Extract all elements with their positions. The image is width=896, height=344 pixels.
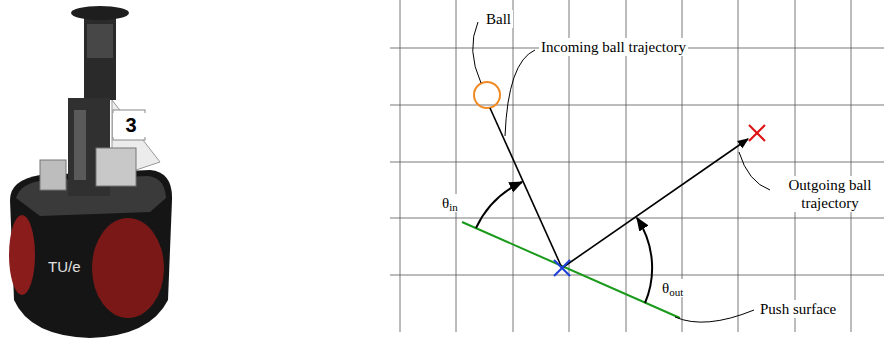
incoming-trajectory [490,108,562,268]
angle-label: θout [660,279,685,297]
symbol: θ [442,195,449,211]
leader-line [505,50,535,136]
leader-line [473,22,481,83]
robot-arm-detail [74,110,86,180]
grid-line [456,0,457,332]
callout-number: 3 [113,113,149,137]
target-mark [749,125,765,141]
grid-line [390,275,884,276]
subscript: in [449,201,458,213]
angle-label: θin [440,194,460,212]
grid [390,0,884,332]
leader-line [739,152,770,190]
grid-line [738,0,739,332]
grid-line [851,0,852,332]
part-label: Outgoing ball trajectory [774,176,886,212]
robot-mast-band [87,24,113,58]
angle-arc [476,182,522,228]
contact-mark-stroke [554,260,570,276]
outgoing-trajectory [562,139,748,268]
subscript: out [669,286,683,298]
leader-line [675,310,754,322]
robot-bumper-red [92,218,164,318]
grid-line [390,105,884,106]
part-label: Incoming ball trajectory [539,38,688,56]
ball [474,82,500,108]
grid-line [795,0,796,332]
grid-line [400,0,401,332]
target-mark-stroke [749,125,765,141]
grid-line [513,0,514,332]
robot-top-disk [71,6,129,20]
robot-motor [40,160,66,190]
angle-arc [637,218,652,303]
robot-mast [84,16,116,100]
contact-mark-stroke [554,260,570,276]
robot-bumper-red [9,215,35,295]
logo-text: TU/e [46,258,83,276]
grid-line [390,162,884,163]
leader-lines [473,22,770,322]
target-mark-stroke [749,125,765,141]
part-label: Ball [484,10,513,28]
robot [9,6,172,338]
contact-mark [554,260,570,276]
robot-motor [96,148,136,186]
symbol: θ [662,280,669,296]
part-label: Push surface [758,300,838,318]
